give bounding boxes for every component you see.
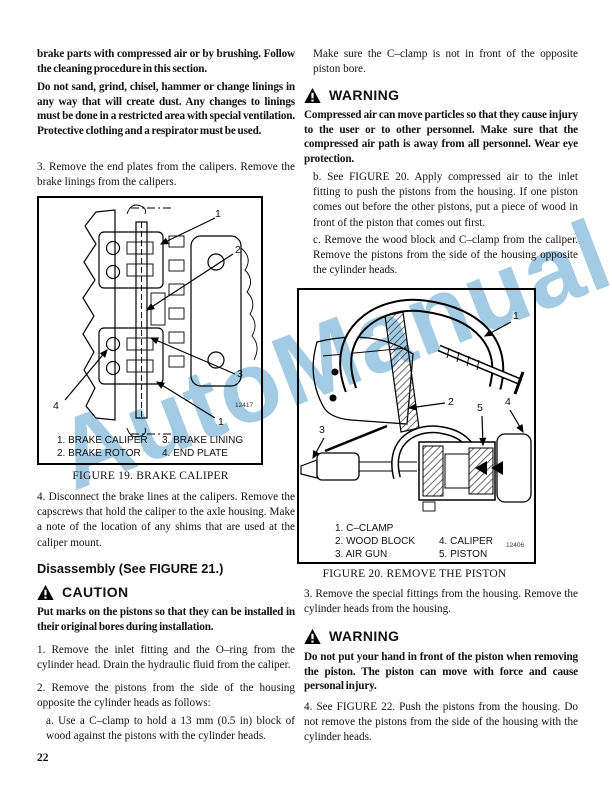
warning-triangle-icon: [304, 87, 321, 103]
caution-text: Put marks on the pistons so that they ca…: [37, 606, 295, 633]
figure-20-callout-4: 4: [505, 396, 511, 408]
figure-19-art-id: 12417: [235, 402, 254, 409]
figure-19-callout-4: 4: [53, 400, 59, 412]
step-2-remove-pistons: 2. Remove the pistons from the side of t…: [37, 682, 295, 710]
warning-label: WARNING: [329, 628, 400, 644]
figure-20-remove-piston-art: [300, 298, 532, 512]
figure-19-callout-2: 2: [235, 244, 241, 256]
paragraph-do-not-sand: Do not sand, grind, chisel, hammer or ch…: [37, 81, 295, 137]
step-3-remove-special-fittings: 3. Remove the special fittings from the …: [304, 588, 578, 616]
caution-label: CAUTION: [62, 584, 129, 600]
legend-item: 3. BRAKE LINING: [162, 435, 244, 446]
figure-19-caption: FIGURE 19. BRAKE CALIPER: [72, 470, 229, 482]
figure-20-caption: FIGURE 20. REMOVE THE PISTON: [322, 568, 507, 580]
step-2a-use-c-clamp: a. Use a C–clamp to hold a 13 mm (0.5 in…: [46, 715, 295, 743]
figure-19-brake-caliper-art: [64, 204, 258, 438]
figure-19-callout-1b: 1: [218, 416, 224, 428]
figure-19-callout-1: 1: [215, 208, 221, 220]
warning-triangle-icon: [304, 628, 321, 644]
warning-2-text: Do not put your hand in front of the pis…: [304, 651, 578, 693]
step-4-push-pistons: 4. See FIGURE 22. Push the pistons from …: [304, 701, 578, 744]
page-number: 22: [37, 752, 49, 764]
legend-item: 2. WOOD BLOCK: [335, 536, 416, 547]
legend-item: 4. CALIPER: [439, 536, 493, 547]
figure-19-callout-3: 3: [237, 368, 243, 380]
figure-20-art-id: 12406: [506, 542, 525, 549]
legend-item: 1. BRAKE CALIPER: [57, 435, 148, 446]
legend-item: 5. PISTON: [439, 549, 488, 560]
figure-20-callout-1: 1: [513, 310, 519, 322]
caution-header: CAUTION: [37, 584, 129, 600]
step-3-remove-end-plates: 3. Remove the end plates from the calipe…: [37, 161, 295, 189]
step-2b-apply-compressed-air: b. See FIGURE 20. Apply compressed air t…: [313, 171, 578, 229]
warning-label: WARNING: [329, 87, 400, 103]
disassembly-heading: Disassembly (See FIGURE 21.): [37, 561, 224, 576]
figure-20-callout-3: 3: [319, 424, 325, 436]
figure-19-legend-col2: 3. BRAKE LINING 4. END PLATE: [162, 434, 243, 460]
step-4-disconnect-brake-lines: 4. Disconnect the brake lines at the cal…: [37, 491, 295, 549]
warning-1-text: Compressed air can move particles so tha…: [304, 109, 578, 165]
legend-item: 2. BRAKE ROTOR: [57, 448, 141, 459]
figure-20-legend-col1: 1. C–CLAMP 2. WOOD BLOCK 3. AIR GUN: [335, 522, 415, 561]
figure-19-box: 1 2 3 4 1 12417 1. BRAKE CALIPER 2. BRAK…: [37, 196, 263, 465]
step-2a-continued: Make sure the C–clamp is not in front of…: [313, 48, 578, 76]
figure-20-callout-5: 5: [477, 402, 483, 414]
caution-triangle-icon: [37, 584, 54, 600]
step-2c-remove-wood-block: c. Remove the wood block and C–clamp fro…: [313, 234, 578, 277]
warning-header-1: WARNING: [304, 87, 399, 103]
legend-item: 1. C–CLAMP: [335, 523, 394, 534]
figure-19-legend-col1: 1. BRAKE CALIPER 2. BRAKE ROTOR: [57, 434, 148, 460]
legend-item: 3. AIR GUN: [335, 549, 388, 560]
warning-header-2: WARNING: [304, 628, 399, 644]
figure-20-callout-2: 2: [448, 396, 454, 408]
figure-20-legend-col2: 4. CALIPER 5. PISTON: [439, 535, 493, 561]
legend-item: 4. END PLATE: [162, 448, 228, 459]
step-1-remove-inlet-fitting: 1. Remove the inlet fitting and the O–ri…: [37, 644, 295, 672]
paragraph-cleaning: brake parts with compressed air or by br…: [37, 48, 295, 75]
figure-20-box: 1 2 3 4 5 12406 1. C–CLAMP 2. WOOD BLOCK…: [297, 288, 536, 564]
